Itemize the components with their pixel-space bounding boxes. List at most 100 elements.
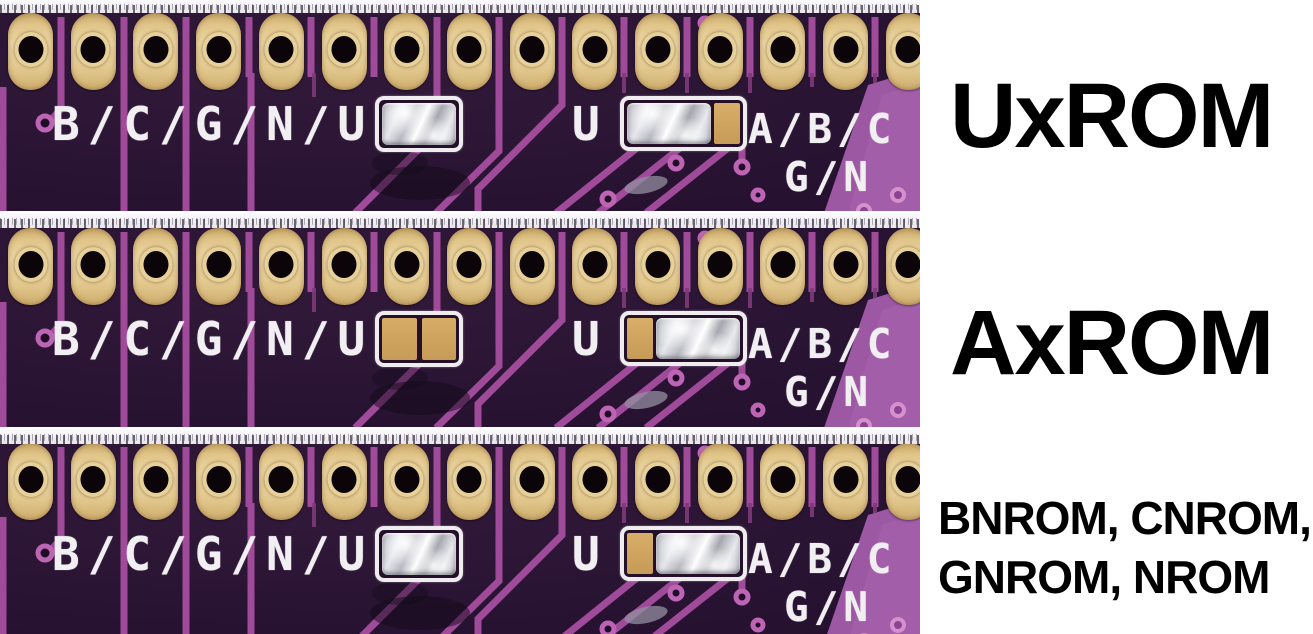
pad-hole — [76, 32, 110, 67]
through-hole-pad — [885, 228, 920, 305]
pad-hole — [578, 462, 612, 497]
through-hole-pad — [384, 443, 430, 520]
pad-hole — [515, 32, 549, 67]
solder-bridge — [656, 318, 740, 359]
through-hole-pad — [446, 13, 492, 90]
through-hole-pad — [196, 13, 242, 90]
pad-hole — [703, 462, 737, 497]
pad-hole — [390, 32, 424, 67]
pad-hole — [76, 247, 110, 282]
through-hole-pad — [446, 228, 492, 305]
pad-hole — [891, 462, 920, 497]
pcb-row-nrom-group: B/C/G/N/U U A/B/C G/N BNROM, CNROM, GNRO… — [0, 427, 1313, 634]
pad-hole — [14, 462, 47, 497]
silk-label-gn: G/N — [784, 153, 874, 201]
through-hole-pad — [760, 443, 806, 520]
pad-row — [0, 228, 920, 308]
pad-hole — [264, 32, 298, 67]
jumper-pad — [421, 318, 456, 360]
solder-jumper-2 — [620, 526, 747, 581]
board-edge-ruler — [0, 211, 920, 228]
jumper-inner — [624, 100, 743, 147]
through-hole-pad — [572, 228, 618, 305]
through-hole-pad — [885, 443, 920, 520]
pad-hole — [829, 247, 863, 282]
board-edge-ruler — [0, 0, 920, 13]
silk-label-u: U — [572, 312, 600, 366]
silk-label-bcgnu: B/C/G/N/U — [52, 312, 374, 366]
pad-hole — [14, 247, 47, 282]
through-hole-pad — [572, 13, 618, 90]
pad-hole — [139, 247, 173, 282]
pad-hole — [139, 462, 173, 497]
solder-bridge — [656, 533, 740, 574]
solder-bridge — [382, 533, 456, 575]
silk-label-abc: A/B/C — [748, 535, 897, 583]
pcb-photo: B/C/G/N/U U A/B/C G/N — [0, 211, 920, 427]
through-hole-pad — [321, 13, 367, 90]
pad-hole — [264, 462, 298, 497]
mapper-name-axrom: AxROM — [950, 291, 1274, 396]
pad-hole — [515, 247, 549, 282]
through-hole-pad — [196, 443, 242, 520]
pcb-board: B/C/G/N/U U A/B/C G/N — [0, 228, 920, 427]
solder-jumper-2 — [620, 96, 747, 151]
pad-hole — [452, 247, 486, 282]
through-hole-pad — [8, 228, 53, 305]
pcb-photo: B/C/G/N/U U A/B/C G/N — [0, 427, 920, 634]
solder-jumper-1 — [375, 311, 463, 367]
through-hole-pad — [70, 228, 116, 305]
mapper-name-line: GNROM, NROM — [938, 551, 1270, 603]
through-hole-pad — [70, 13, 116, 90]
through-hole-pad — [258, 13, 304, 90]
pad-hole — [452, 32, 486, 67]
jumper-inner — [624, 530, 743, 577]
through-hole-pad — [70, 443, 116, 520]
silk-label-abc: A/B/C — [748, 320, 897, 368]
silk-label-bcgnu: B/C/G/N/U — [52, 527, 374, 581]
solder-bridge — [627, 103, 711, 144]
through-hole-pad — [258, 443, 304, 520]
through-hole-pad — [697, 443, 743, 520]
through-hole-pad — [509, 13, 555, 90]
pcb-row-axrom: B/C/G/N/U U A/B/C G/N AxROM — [0, 211, 1313, 427]
through-hole-pad — [635, 13, 680, 90]
jumper-pad — [627, 533, 653, 574]
pad-hole — [14, 32, 47, 67]
through-hole-pad — [885, 13, 920, 90]
pcb-board: B/C/G/N/U U A/B/C G/N — [0, 13, 920, 211]
label-column: AxROM — [920, 211, 1313, 427]
through-hole-pad — [509, 228, 555, 305]
pad-row — [0, 443, 920, 523]
pad-hole — [578, 32, 612, 67]
silk-label-u: U — [572, 97, 600, 151]
solder-jumper-1 — [375, 96, 463, 152]
through-hole-pad — [760, 228, 806, 305]
pad-hole — [264, 247, 298, 282]
through-hole-pad — [321, 228, 367, 305]
mapper-name-line: AxROM — [950, 292, 1274, 394]
through-hole-pad — [8, 443, 53, 520]
solder-jumper-1 — [375, 526, 463, 582]
pad-hole — [829, 462, 863, 497]
pad-row — [0, 13, 920, 93]
through-hole-pad — [196, 228, 242, 305]
jumper-pad — [382, 318, 417, 360]
through-hole-pad — [760, 13, 806, 90]
through-hole-pad — [258, 228, 304, 305]
pad-hole — [891, 247, 920, 282]
pcb-row-uxrom: B/C/G/N/U U A/B/C G/N UxROM — [0, 0, 1313, 211]
pad-hole — [641, 32, 674, 67]
pad-hole — [327, 32, 361, 67]
pad-hole — [452, 462, 486, 497]
mapper-name-nrom-group: BNROM, CNROM, GNROM, NROM — [938, 489, 1312, 607]
silk-label-u: U — [572, 527, 600, 581]
through-hole-pad — [384, 13, 430, 90]
pad-hole — [766, 32, 800, 67]
pad-hole — [766, 247, 800, 282]
through-hole-pad — [509, 443, 555, 520]
jumper-pad — [714, 103, 740, 144]
mapper-name-uxrom: UxROM — [950, 64, 1274, 169]
through-hole-pad — [697, 13, 743, 90]
through-hole-pad — [635, 443, 680, 520]
